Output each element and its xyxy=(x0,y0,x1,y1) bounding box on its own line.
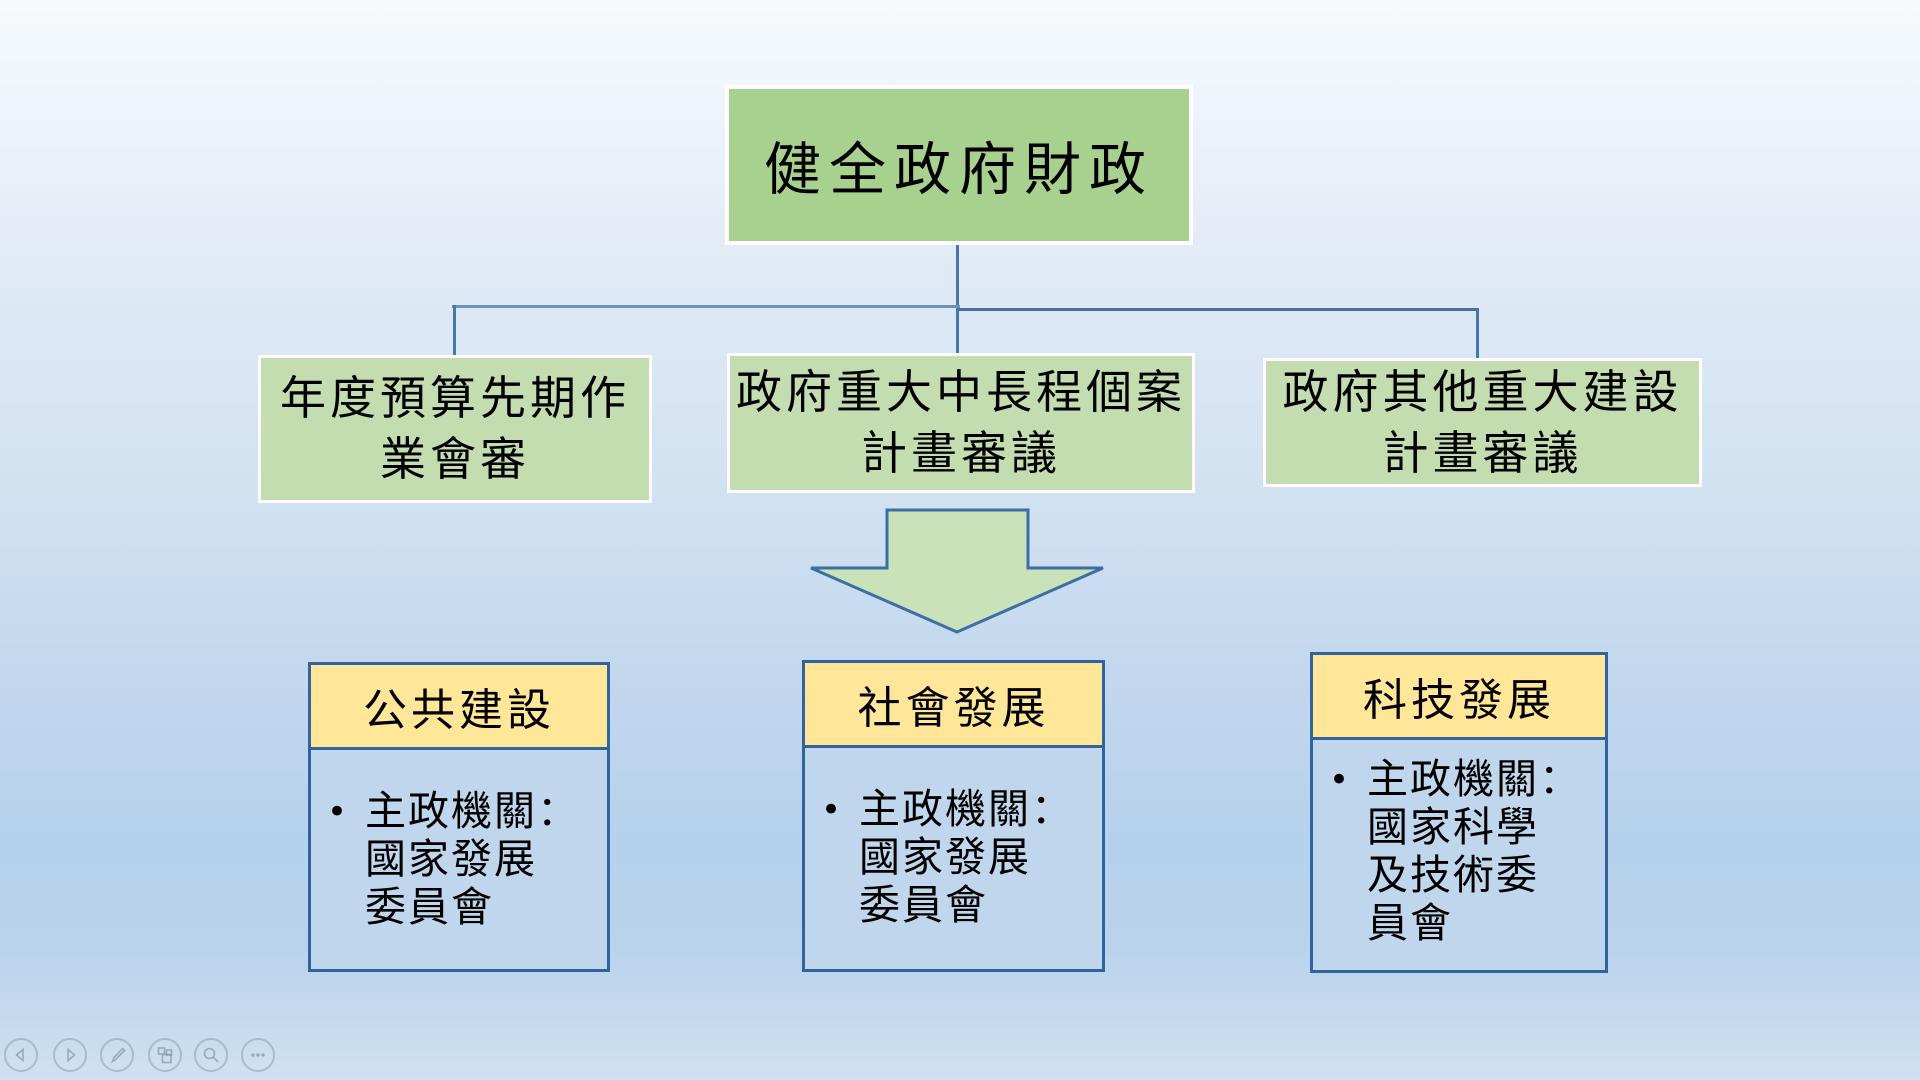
node-other-major-construction-review: 政府其他重大建設 計畫審議 xyxy=(1263,358,1702,487)
card-body-public-construction: • 主政機關： 國家發展 委員會 xyxy=(311,750,607,969)
more-options-icon[interactable] xyxy=(241,1038,275,1072)
card-header-public-construction: 公共建設 xyxy=(311,665,607,750)
bullet-icon: • xyxy=(1329,760,1352,800)
down-arrow-shape xyxy=(810,508,1104,634)
card-social-development: 社會發展 • 主政機關： 國家發展 委員會 xyxy=(802,660,1105,972)
card-header-technology-development: 科技發展 xyxy=(1313,655,1605,740)
connector-left-vertical xyxy=(453,305,456,357)
card-body-social-development: • 主政機關： 國家發展 委員會 xyxy=(805,748,1102,969)
card-public-construction: 公共建設 • 主政機關： 國家發展 委員會 xyxy=(308,662,610,972)
connector-root-vertical xyxy=(956,245,959,355)
see-all-slides-icon[interactable] xyxy=(148,1038,182,1072)
node-annual-budget-review: 年度預算先期作 業會審 xyxy=(258,355,652,503)
bullet-icon: • xyxy=(821,790,844,830)
card-agency-text: 主政機關： 國家科學 及技術委 員會 xyxy=(1367,755,1582,947)
card-agency-text: 主政機關： 國家發展 委員會 xyxy=(859,785,1074,929)
zoom-slide-icon[interactable] xyxy=(194,1038,228,1072)
connector-right-vertical xyxy=(1476,308,1479,360)
bullet-icon: • xyxy=(327,792,350,832)
previous-slide-icon[interactable] xyxy=(4,1038,38,1072)
card-body-technology-development: • 主政機關： 國家科學 及技術委 員會 xyxy=(1313,740,1605,970)
next-slide-icon[interactable] xyxy=(53,1038,87,1072)
connector-horizontal-left xyxy=(452,305,960,308)
node-major-midlong-term-plan-review: 政府重大中長程個案 計畫審議 xyxy=(727,353,1195,493)
pen-tools-icon[interactable] xyxy=(100,1038,134,1072)
root-node-sound-government-finance: 健全政府財政 xyxy=(725,85,1193,245)
card-header-social-development: 社會發展 xyxy=(805,663,1102,748)
connector-horizontal-right xyxy=(958,308,1479,311)
card-agency-text: 主政機關： 國家發展 委員會 xyxy=(365,787,580,931)
slideshow-nav-toolbar xyxy=(0,1036,300,1076)
card-technology-development: 科技發展 • 主政機關： 國家科學 及技術委 員會 xyxy=(1310,652,1608,973)
